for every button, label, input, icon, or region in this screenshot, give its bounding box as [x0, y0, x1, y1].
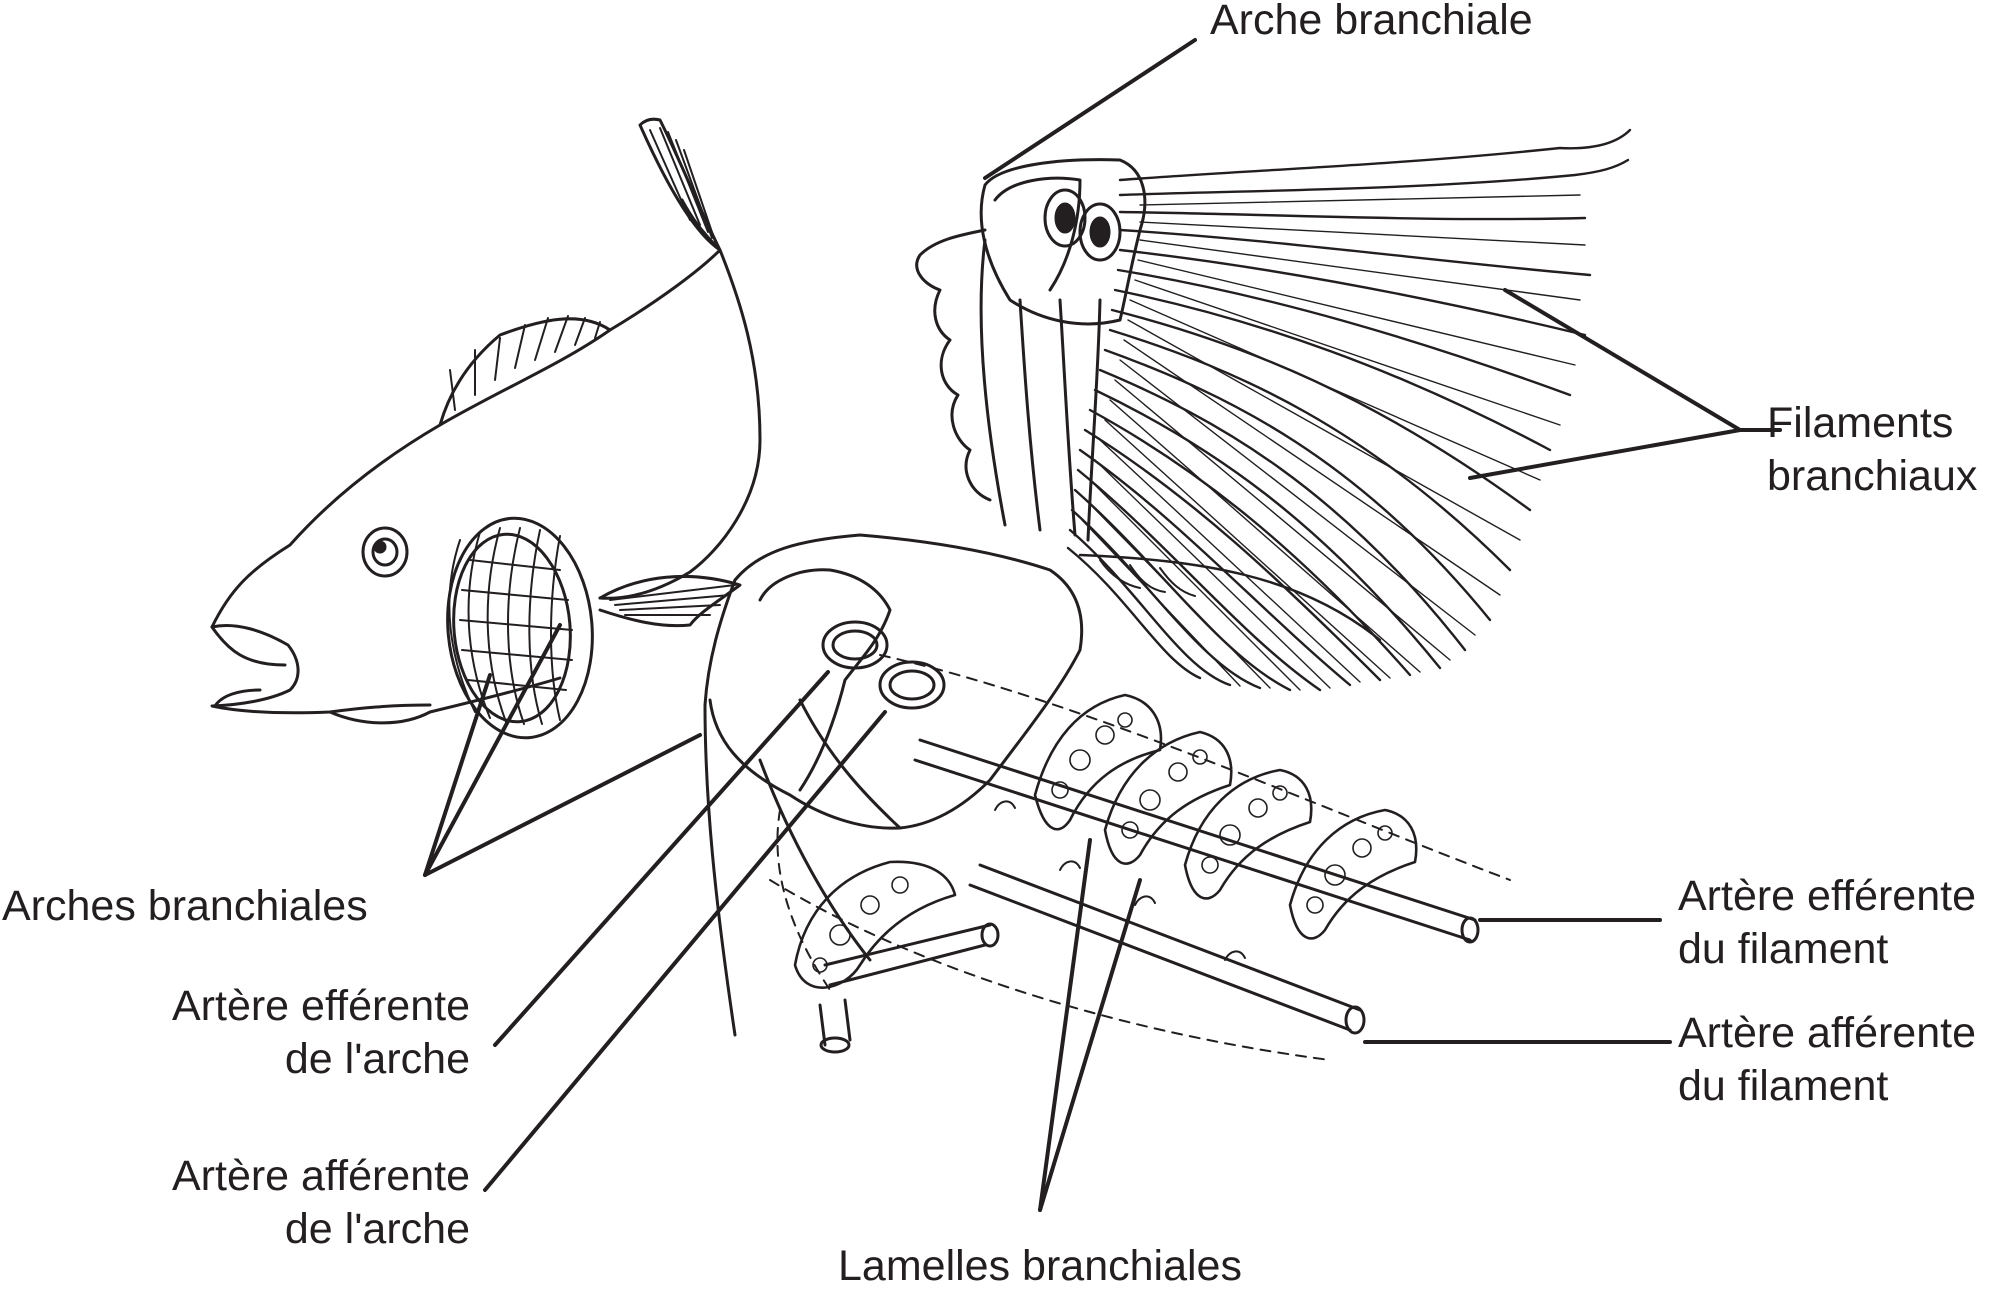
leader-filaments-1: [1503, 288, 1742, 432]
leader-filaments-2: [1468, 428, 1742, 480]
fish-drawing: [210, 117, 762, 740]
label-afferente-filament-line2: du filament: [1678, 1062, 1889, 1110]
label-arches-branchiales-text: Arches branchiales: [2, 882, 368, 930]
label-lamelles-branchiales: Lamelles branchiales: [760, 1240, 1320, 1293]
label-filaments-line2: branchiaux: [1767, 452, 1978, 500]
label-lamelles-branchiales-text: Lamelles branchiales: [838, 1242, 1242, 1290]
leader-lamelles-1: [1038, 838, 1092, 1212]
leader-arches-1: [423, 673, 492, 877]
leader-efferente-arche: [493, 670, 830, 1047]
leader-arche-branchiale: [983, 38, 1197, 180]
lamellae-section-drawing: [703, 533, 1511, 1061]
label-afferente-arche-line2: de l'arche: [284, 1205, 470, 1253]
leader-afferente-arche: [483, 710, 887, 1192]
label-efferente-arche-line2: de l'arche: [284, 1035, 470, 1083]
label-artere-efferente-filament: Artère efférente du filament: [1678, 870, 1976, 976]
label-artere-afferente-filament: Artère afférente du filament: [1678, 1007, 1976, 1113]
label-afferente-arche-line1: Artère afférente: [172, 1152, 470, 1200]
label-artere-efferente-arche: Artère efférente de l'arche: [40, 980, 470, 1086]
leader-lines: [423, 38, 1782, 1212]
label-artere-afferente-arche: Artère afférente de l'arche: [40, 1150, 470, 1256]
leader-arches-2: [423, 623, 562, 877]
label-filaments-line1: Filaments: [1767, 399, 1954, 447]
label-arche-branchiale: Arche branchiale: [1210, 0, 1533, 47]
label-arche-branchiale-text: Arche branchiale: [1210, 0, 1533, 44]
label-afferente-filament-line1: Artère afférente: [1678, 1009, 1976, 1057]
leader-lamelles-2: [1038, 878, 1142, 1212]
label-efferente-filament-line1: Artère efférente: [1678, 872, 1976, 920]
label-arches-branchiales: Arches branchiales: [2, 880, 368, 933]
leader-arches-3: [423, 733, 702, 877]
label-efferente-filament-line2: du filament: [1678, 925, 1889, 973]
gill-arch-filaments-drawing: [915, 128, 1632, 692]
label-filaments-branchiaux: Filaments branchiaux: [1767, 397, 1977, 503]
label-efferente-arche-line1: Artère efférente: [172, 982, 470, 1030]
